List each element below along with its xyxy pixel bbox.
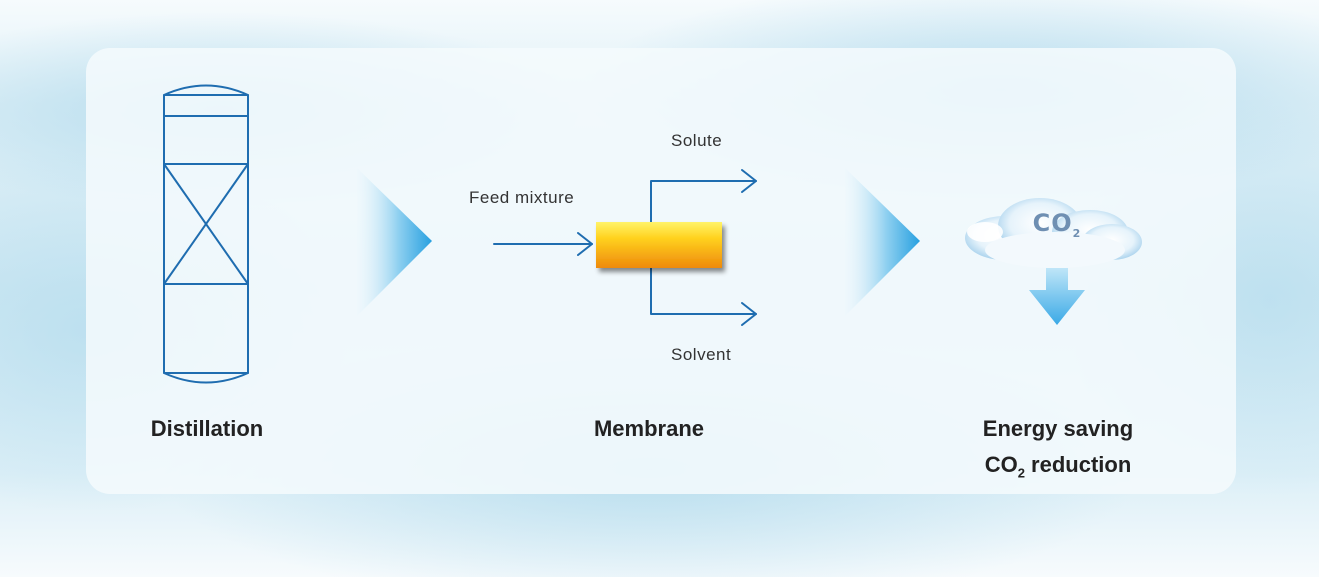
membrane-flow-lines (493, 169, 757, 326)
cloud-co2-text: CO2 (1032, 209, 1082, 240)
solute-label: Solute (671, 131, 723, 150)
solvent-label: Solvent (671, 345, 732, 364)
diagram-panel (86, 48, 1236, 494)
distillation-label: Distillation (150, 416, 264, 441)
co2-reduction-label: CO2 reduction (984, 452, 1132, 481)
co2-cloud-icon (965, 198, 1142, 268)
process-arrow-2-icon (845, 168, 920, 316)
co2-reduction-arrow-icon (1029, 268, 1085, 325)
membrane-block-icon (596, 222, 722, 268)
membrane-label: Membrane (593, 416, 705, 441)
feed-mixture-label: Feed mixture (469, 188, 575, 207)
process-arrow-1-icon (357, 168, 432, 316)
distillation-column-icon (163, 84, 249, 384)
energy-saving-label: Energy saving (982, 416, 1134, 441)
